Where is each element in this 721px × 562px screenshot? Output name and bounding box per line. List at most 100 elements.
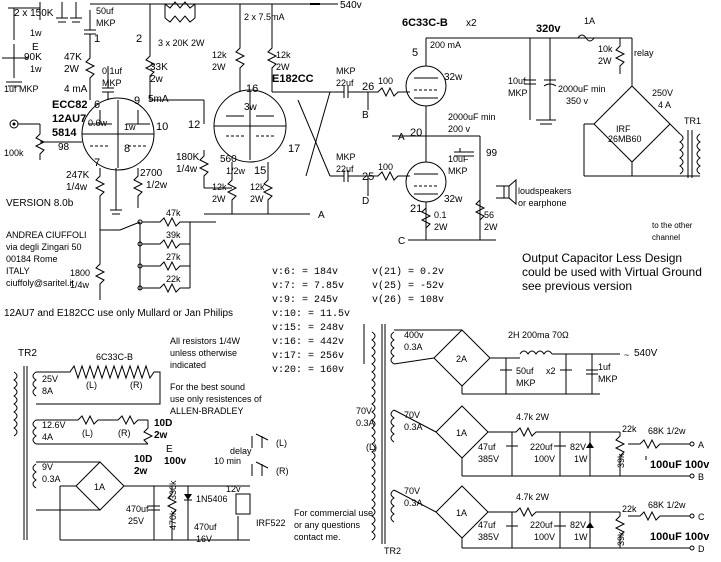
label-r-100: 100 bbox=[378, 76, 393, 86]
label-relay: relay bbox=[634, 48, 654, 58]
label-p-1w: 1W bbox=[574, 454, 588, 464]
label-r-12k-a: 12k bbox=[212, 50, 227, 60]
node-8: 8 bbox=[124, 143, 130, 155]
label-s-330k: 330k bbox=[168, 480, 178, 500]
label-p-100uf: 100uF 100v bbox=[650, 459, 710, 471]
label-heater-06w: 0.6w bbox=[88, 118, 108, 128]
feedback-selector bbox=[94, 214, 216, 300]
node-1: 1 bbox=[94, 33, 100, 45]
label-p-100v: 100V bbox=[534, 454, 555, 464]
label-r-90k: 90K bbox=[24, 52, 42, 63]
label-s-25v: 25V bbox=[42, 374, 58, 384]
node-15: 15 bbox=[254, 165, 266, 177]
label-r-56: 56 bbox=[484, 210, 494, 220]
voltage-v25: v(25) = -52v bbox=[372, 280, 444, 292]
voltage-table: v:6: = 184v v:7: = 7.85v v:9: = 245v v:1… bbox=[272, 266, 444, 376]
version-text: VERSION 8.0b bbox=[6, 198, 74, 209]
node-6: 6 bbox=[94, 99, 100, 111]
label-r-47k: 47K bbox=[64, 52, 82, 63]
label-p-mkp: MKP bbox=[516, 378, 536, 388]
label-c-22uf: 22uf bbox=[336, 78, 354, 88]
label-p-d: D bbox=[698, 544, 705, 554]
bridge-irf bbox=[583, 74, 700, 177]
label-t-32w: 32w bbox=[444, 72, 463, 83]
label-r-100k: 100k bbox=[4, 148, 24, 158]
r-3x20k bbox=[164, 1, 196, 23]
label-r-2w-a: 2W bbox=[212, 62, 226, 72]
node-d: D bbox=[362, 196, 369, 207]
label-p-39k2: 39k bbox=[616, 531, 626, 546]
label-p-82v: 82V bbox=[570, 442, 586, 452]
note-resistors1: All resistors 1/4W bbox=[170, 336, 241, 346]
note-ocl3: see previous version bbox=[522, 279, 632, 293]
label-s-4a: 4A bbox=[42, 432, 53, 442]
voltage-v21: v(21) = 0.2v bbox=[372, 266, 444, 278]
label-p-1uf: 1uf bbox=[598, 362, 611, 372]
label-r-1w: 1w bbox=[30, 28, 42, 38]
label-s-126: 12.6V bbox=[42, 420, 66, 430]
label-p-220uf2: 220uf bbox=[530, 520, 553, 530]
label-s-12v: 12v bbox=[226, 484, 241, 494]
tube-12au7: 12AU7 bbox=[52, 113, 86, 125]
label-r-14w: 1/4w bbox=[66, 182, 88, 193]
voltage-v26: v(26) = 108v bbox=[372, 294, 444, 306]
tube-6c33c: 6C33C-B bbox=[402, 17, 448, 29]
label-s-470uf: 470uf bbox=[126, 504, 149, 514]
label-r-1w2: 1w bbox=[30, 64, 42, 74]
node-5: 5 bbox=[412, 47, 418, 59]
label-other-channel2: channel bbox=[652, 233, 680, 242]
label-r-01: 0.1 bbox=[434, 210, 447, 220]
label-p-47k: 4.7k 2W bbox=[516, 412, 550, 422]
input-tube bbox=[81, 97, 155, 171]
author-address2: 00184 Rome bbox=[6, 254, 58, 264]
label-p-c: C bbox=[698, 512, 705, 522]
label-p-400v: 400v bbox=[404, 330, 424, 340]
label-c-mkp22b: MKP bbox=[336, 152, 356, 162]
label-r-150k: 2 x 150K bbox=[14, 8, 54, 19]
label-r-14w3: 1/4w bbox=[70, 280, 90, 290]
label-other-channel1: to the other bbox=[652, 221, 693, 230]
voltage-v7: v:7: = 7.85v bbox=[272, 281, 344, 292]
label-delay1: delay bbox=[230, 446, 252, 456]
node-b: B bbox=[362, 110, 369, 121]
label-i-200ma: 200 mA bbox=[430, 40, 461, 50]
label-r-12k-b: 12k bbox=[276, 50, 291, 60]
label-s-1n: 1N5406 bbox=[196, 494, 228, 504]
tube-output-qty: x2 bbox=[466, 18, 477, 29]
note-commercial2: or any questions bbox=[294, 520, 361, 530]
label-p-70v: 70V bbox=[356, 406, 372, 416]
note-best2: use only resistences of bbox=[170, 394, 262, 404]
label-r-560: 560 bbox=[220, 154, 237, 165]
label-p-x2: x2 bbox=[546, 366, 556, 376]
label-s-25vc: 25V bbox=[128, 516, 144, 526]
label-p-a: A bbox=[698, 440, 704, 450]
label-s-2w: 2w bbox=[154, 430, 168, 441]
label-p-03a2: 0.3A bbox=[356, 418, 375, 428]
note-tube-brand: 12AU7 and E182CC use only Mullard or Jan… bbox=[4, 308, 233, 319]
transformer-tr2-heater bbox=[13, 366, 37, 540]
label-irf-a: 4 A bbox=[658, 100, 671, 110]
node-2: 2 bbox=[136, 33, 142, 45]
label-r-2w-b: 2W bbox=[276, 62, 290, 72]
label-s-10d2: 10D bbox=[134, 454, 152, 465]
note-resistors3: indicated bbox=[170, 360, 206, 370]
label-p-1a: 1A bbox=[456, 428, 467, 438]
node-98: 98 bbox=[58, 142, 70, 153]
node-7: 7 bbox=[94, 157, 100, 169]
label-r-3x20k: 3 x 20K 2W bbox=[158, 38, 205, 48]
loudspeaker-icon bbox=[496, 178, 517, 206]
label-c-2000b: 2000uF min bbox=[558, 84, 606, 94]
label-r-39k-s: 39k bbox=[166, 230, 181, 240]
label-s-2w2: 2w bbox=[134, 466, 148, 477]
label-p-l: (L) bbox=[366, 442, 377, 452]
label-p-mkp2: MKP bbox=[598, 374, 618, 384]
label-s-e: E bbox=[166, 444, 173, 455]
label-r-247k: 247K bbox=[66, 170, 90, 181]
note-commercial3: contact me. bbox=[294, 532, 341, 542]
label-c-200v: 200 v bbox=[448, 124, 471, 134]
node-9: 9 bbox=[134, 95, 140, 107]
voltage-v17: v:17: = 256v bbox=[272, 351, 344, 362]
label-c-10uf: 10uF bbox=[448, 154, 469, 164]
label-p-68k: 68K 1/2w bbox=[648, 426, 686, 436]
label-s-1a: 1A bbox=[94, 482, 105, 492]
